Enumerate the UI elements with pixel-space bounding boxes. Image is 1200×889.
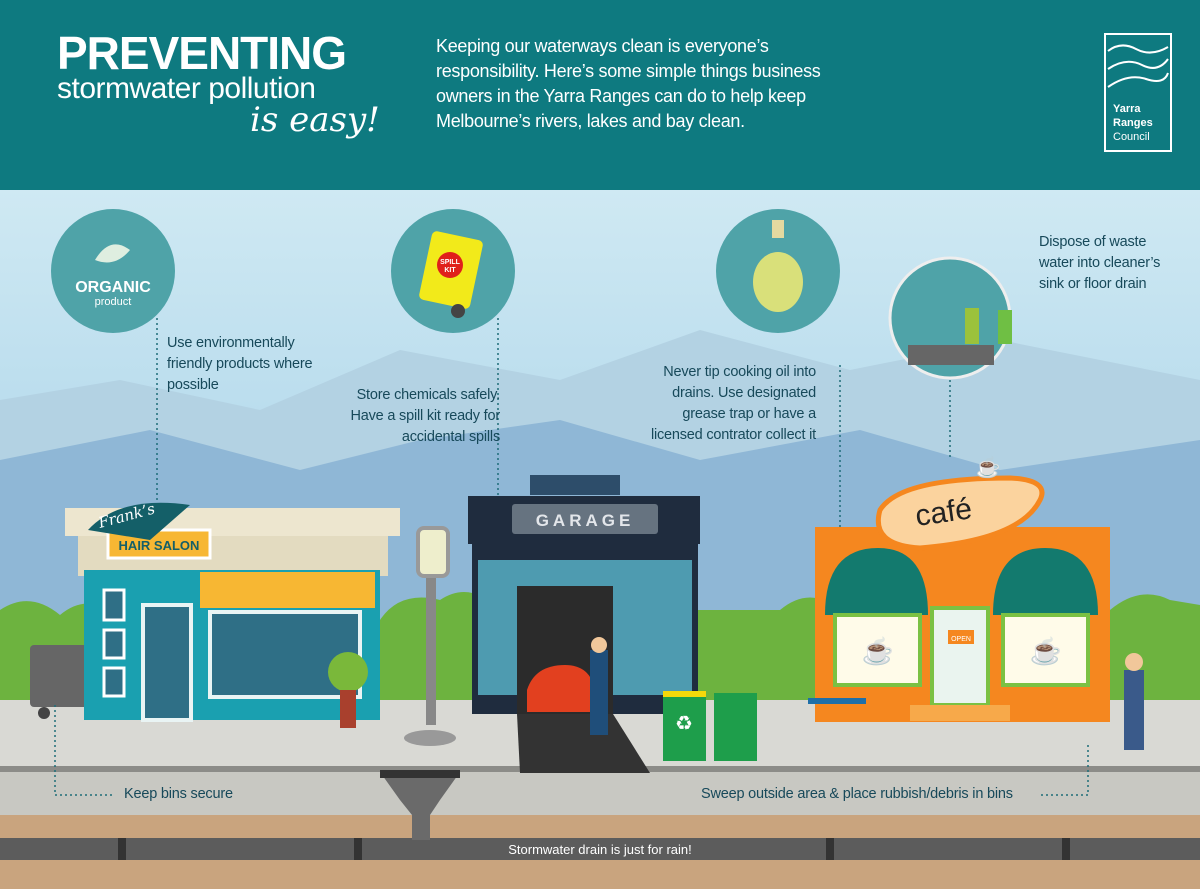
scene-shape	[512, 504, 658, 534]
cafe-sign: café	[913, 492, 974, 533]
scene-shape	[772, 220, 784, 238]
scene-shape	[910, 705, 1010, 721]
tip-sweep-text: Sweep outside area & place rubbish/debri…	[701, 786, 1013, 802]
mechanic-person	[590, 650, 608, 735]
scene-shape	[102, 588, 126, 622]
scene-shape	[825, 548, 928, 615]
cafe-cup-icon: ☕	[976, 455, 1001, 479]
scene-shape	[118, 838, 126, 860]
stormwater-pipe	[0, 838, 1200, 860]
drain-grate-icon	[380, 770, 460, 778]
scene-shape	[517, 714, 650, 773]
recycling-bin	[663, 693, 706, 761]
scene-shape	[416, 526, 450, 578]
garage-building: GARAGE ♻	[468, 475, 757, 773]
header-banner: PREVENTING stormwater pollution is easy!…	[0, 0, 1200, 190]
scene-shape	[930, 606, 990, 707]
drain-pipe-label: Stormwater drain is just for rain!	[508, 842, 692, 857]
green-waste-bin	[714, 693, 757, 761]
scene-shape	[340, 690, 356, 728]
scene-shape	[38, 707, 50, 719]
scene-shape	[200, 572, 375, 608]
scene-shape	[88, 502, 190, 540]
street-scene: HAIR SALON Frank’s GARAGE ♻ OPEN ☕ ☕ caf…	[0, 190, 1200, 889]
scene-shape	[993, 548, 1098, 615]
scene-shape	[998, 310, 1012, 344]
oil-bottle-icon	[716, 209, 840, 333]
scene-shape	[753, 252, 803, 312]
logo-text-ranges: Ranges	[1113, 117, 1153, 129]
tip-waste-water-text: Dispose of waste water into cleaner’s si…	[1039, 234, 1161, 292]
solar-panel-icon	[530, 475, 620, 495]
scene-shape	[663, 691, 706, 697]
intro-text: Keeping our waterways clean is everyone’…	[436, 36, 821, 131]
tip-organic-text: Use environmentally friendly products wh…	[167, 335, 313, 393]
tip-chemicals-text: Store chemicals safely. Have a spill kit…	[350, 387, 500, 445]
scene-shape	[1125, 653, 1143, 671]
scene-shape	[54, 705, 115, 796]
coffee-cup-icon: ☕	[1030, 635, 1062, 666]
scene-shape: SPILL	[440, 259, 461, 266]
scene-shape	[0, 772, 1200, 815]
wheelie-bin	[30, 645, 92, 707]
hair-salon-building: HAIR SALON Frank’s	[65, 499, 400, 728]
scene-shape	[141, 603, 193, 722]
scene-shape	[354, 838, 362, 860]
scene-shape	[451, 304, 465, 318]
street-drain	[380, 772, 460, 840]
scene-shape	[426, 565, 436, 725]
scene-shape: product	[95, 296, 132, 308]
scene-shape	[102, 628, 126, 660]
scene-shape: ORGANIC	[75, 279, 151, 296]
open-sign	[948, 630, 974, 644]
scene-shape	[833, 613, 922, 687]
scene-shape: KIT	[444, 267, 456, 274]
scene-shape	[437, 252, 463, 278]
scene-shape	[965, 308, 979, 344]
hills-logo-icon	[1107, 44, 1169, 88]
title-is-easy: is easy!	[250, 100, 380, 140]
red-car	[527, 665, 595, 712]
scene-shape	[1062, 838, 1070, 860]
title-preventing: PREVENTING	[57, 27, 347, 79]
logo-text-yarra: Yarra	[1113, 103, 1141, 115]
coffee-cup-icon: ☕	[862, 635, 894, 666]
scene-shape	[826, 838, 834, 860]
scene-shape	[102, 666, 126, 698]
tip-bins-text: Keep bins secure	[124, 786, 233, 802]
scene-shape	[51, 209, 175, 333]
scene-shape	[328, 652, 368, 692]
scene-shape	[404, 730, 456, 746]
scene-shape	[95, 244, 130, 263]
leader-lines	[54, 318, 1089, 796]
cafe-building: OPEN ☕ ☕ café ☕	[808, 455, 1144, 750]
scene-shape	[118, 838, 1070, 860]
yarra-ranges-logo: Yarra Ranges Council	[1104, 33, 1172, 152]
scene-shape	[876, 475, 1045, 551]
recycle-icon: ♻	[675, 713, 693, 735]
organic-product-icon: ORGANIC product	[51, 209, 175, 333]
title-stormwater-pollution: stormwater pollution	[57, 72, 316, 105]
scene-shape	[1040, 745, 1089, 796]
scene-shape	[908, 345, 994, 365]
sink-icon	[888, 256, 1012, 380]
tip-oil-text: Never tip cooking oil into drains. Use d…	[650, 364, 816, 443]
logo-text-council: Council	[1113, 131, 1150, 143]
street-lamp	[404, 526, 456, 746]
open-sign-text: OPEN	[951, 636, 971, 643]
cafe-table	[808, 698, 866, 704]
scene-shape	[1001, 613, 1090, 687]
spill-kit-bin-icon: SPILL KIT	[391, 209, 515, 333]
garage-sign: GARAGE	[536, 511, 635, 530]
hair-salon-sign: HAIR SALON	[119, 538, 200, 553]
sweeping-person	[1124, 670, 1144, 750]
scene-shape	[591, 637, 607, 653]
